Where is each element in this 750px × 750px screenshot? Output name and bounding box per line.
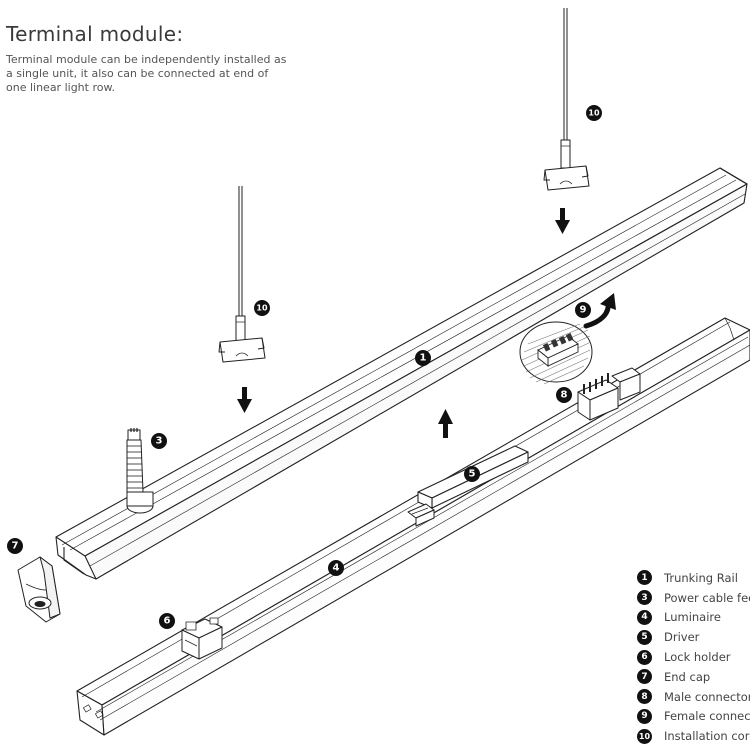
svg-text:4: 4 bbox=[333, 563, 340, 574]
svg-text:9: 9 bbox=[580, 305, 587, 316]
legend-number-badge: 10 bbox=[637, 728, 652, 744]
marker-10-right: 10 bbox=[586, 105, 602, 121]
svg-text:7: 7 bbox=[12, 541, 19, 552]
svg-text:3: 3 bbox=[156, 436, 163, 447]
legend-label: Lock holder bbox=[664, 650, 731, 665]
legend-number-badge: 9 bbox=[637, 708, 652, 724]
power-cable-feed bbox=[126, 428, 154, 514]
svg-text:5: 5 bbox=[469, 469, 476, 480]
parts-legend: 1 Trunking Rail 3 Power cable feed 4 Lum… bbox=[637, 568, 750, 746]
end-cap bbox=[17, 556, 61, 623]
legend-item: 6 Lock holder bbox=[637, 647, 750, 667]
legend-item: 4 Luminaire bbox=[637, 608, 750, 628]
legend-label: Power cable feed bbox=[664, 590, 750, 605]
legend-item: 8 Male connector bbox=[637, 687, 750, 707]
marker-10-left: 10 bbox=[254, 300, 270, 316]
legend-item: 3 Power cable feed bbox=[637, 588, 750, 608]
marker-7: 7 bbox=[7, 538, 23, 554]
driver-connector bbox=[407, 503, 435, 527]
male-connector bbox=[577, 367, 641, 421]
legend-number-badge: 4 bbox=[637, 609, 652, 625]
lock-holder bbox=[181, 617, 223, 660]
female-connector-detail bbox=[519, 321, 593, 385]
marker-1: 1 bbox=[415, 350, 431, 366]
legend-item: 10 Installation cord bbox=[637, 726, 750, 746]
svg-text:1: 1 bbox=[420, 353, 427, 364]
module-description: Terminal module can be independently ins… bbox=[6, 53, 287, 94]
marker-4: 4 bbox=[328, 560, 344, 576]
legend-number-badge: 8 bbox=[637, 689, 652, 705]
legend-number-badge: 6 bbox=[637, 649, 652, 665]
legend-item: 9 Female connector bbox=[637, 707, 750, 727]
legend-label: Luminaire bbox=[664, 610, 721, 625]
svg-text:6: 6 bbox=[164, 616, 171, 627]
marker-9: 9 bbox=[575, 302, 591, 318]
svg-text:8: 8 bbox=[561, 390, 568, 401]
legend-number-badge: 5 bbox=[637, 629, 652, 645]
legend-label: Driver bbox=[664, 630, 700, 645]
legend-number-badge: 3 bbox=[637, 590, 652, 606]
legend-label: Female connector bbox=[664, 709, 750, 724]
legend-label: Trunking Rail bbox=[664, 570, 738, 585]
legend-item: 5 Driver bbox=[637, 627, 750, 647]
arrow-up-icon bbox=[438, 409, 453, 438]
curved-arrow-icon bbox=[583, 293, 616, 329]
legend-label: Male connector bbox=[664, 689, 750, 704]
legend-label: Installation cord bbox=[664, 729, 750, 744]
legend-number-badge: 1 bbox=[637, 570, 652, 586]
arrow-down-left-icon bbox=[237, 387, 252, 413]
legend-item: 1 Trunking Rail bbox=[637, 568, 750, 588]
arrow-down-right-icon bbox=[555, 208, 570, 234]
legend-number-badge: 7 bbox=[637, 669, 652, 685]
marker-5: 5 bbox=[464, 466, 480, 482]
legend-label: End cap bbox=[664, 669, 711, 684]
trunking-rail bbox=[55, 167, 748, 580]
svg-text:10: 10 bbox=[588, 109, 600, 118]
installation-cord-right bbox=[543, 8, 590, 191]
svg-text:10: 10 bbox=[256, 304, 268, 313]
marker-8: 8 bbox=[556, 387, 572, 403]
page-title: Terminal module: bbox=[6, 22, 184, 46]
marker-6: 6 bbox=[159, 613, 175, 629]
marker-3: 3 bbox=[151, 433, 167, 449]
installation-cord-left bbox=[218, 186, 266, 363]
legend-item: 7 End cap bbox=[637, 667, 750, 687]
